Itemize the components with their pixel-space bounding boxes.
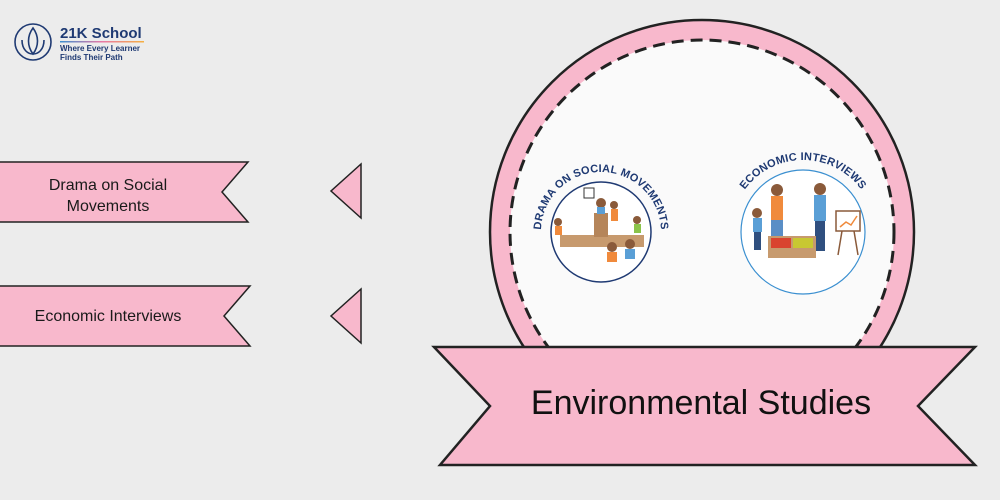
topic-circle <box>488 18 916 446</box>
logo-name: 21K School <box>60 25 142 42</box>
economic-item: ECONOMIC INTERVIEWS <box>738 151 868 295</box>
pointer-arrow-left-icon <box>329 287 362 345</box>
pointer-arrow-left-icon <box>329 162 362 220</box>
logo: 21K School Where Every Learner Finds The… <box>14 23 144 62</box>
main-banner: Environmental Studies <box>431 345 978 467</box>
banner-label-line2: Movements <box>67 198 150 215</box>
main-banner-title: Environmental Studies <box>531 384 871 422</box>
left-banner-economic: Economic Interviews <box>0 285 252 347</box>
left-banner-drama: Drama on Social Movements <box>0 161 250 223</box>
banner-label-line1: Drama on Social <box>49 177 167 194</box>
interview-market-illustration-icon <box>752 183 861 258</box>
banner-label: Economic Interviews <box>35 308 182 325</box>
logo-tagline-2: Finds Their Path <box>60 53 123 62</box>
lotus-logo-icon <box>14 23 52 61</box>
logo-underline <box>60 41 144 43</box>
drama-stage-illustration-icon <box>554 187 644 262</box>
logo-tagline-1: Where Every Learner <box>60 44 140 53</box>
